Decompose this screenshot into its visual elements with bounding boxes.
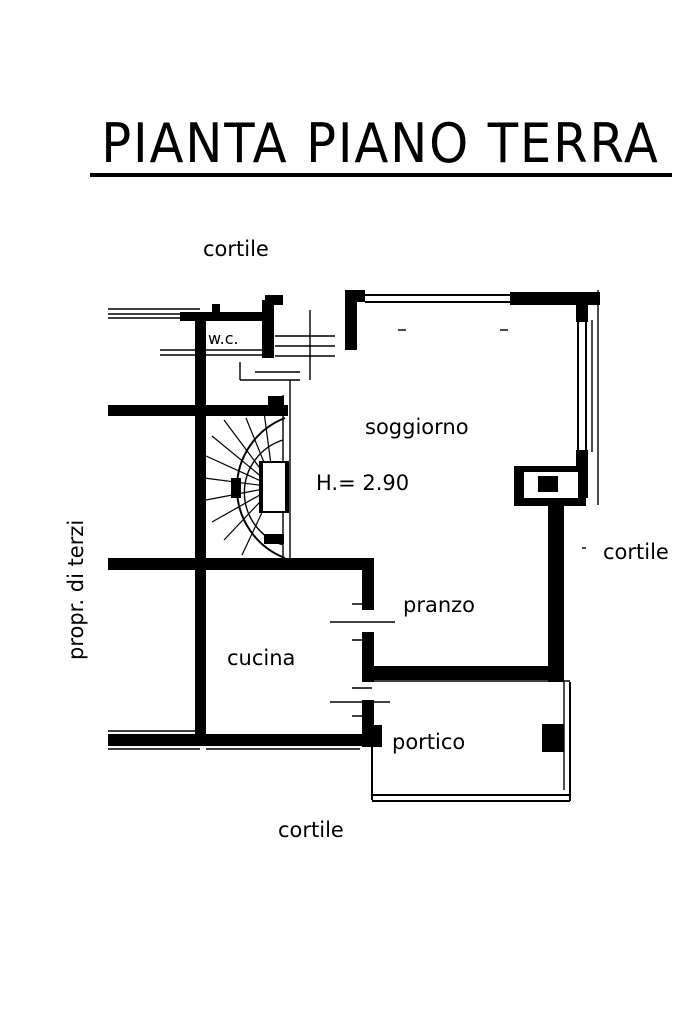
label-cortile-top: cortile xyxy=(203,237,269,261)
label-pranzo: pranzo xyxy=(403,593,475,617)
label-wc: w.c. xyxy=(208,329,239,348)
label-propr-di-terzi: propr. di terzi xyxy=(64,520,88,660)
label-height: H.= 2.90 xyxy=(316,471,409,495)
plan-title: PIANTA PIANO TERRA xyxy=(101,113,659,175)
label-portico: portico xyxy=(392,730,465,754)
label-cucina: cucina xyxy=(227,646,295,670)
spiral-staircase xyxy=(203,396,289,559)
title-underline xyxy=(90,173,672,177)
thin-lines xyxy=(108,290,599,802)
walls xyxy=(108,290,600,752)
label-cortile-right: cortile xyxy=(603,540,669,564)
label-cortile-bottom: cortile xyxy=(278,818,344,842)
label-soggiorno: soggiorno xyxy=(365,415,469,439)
